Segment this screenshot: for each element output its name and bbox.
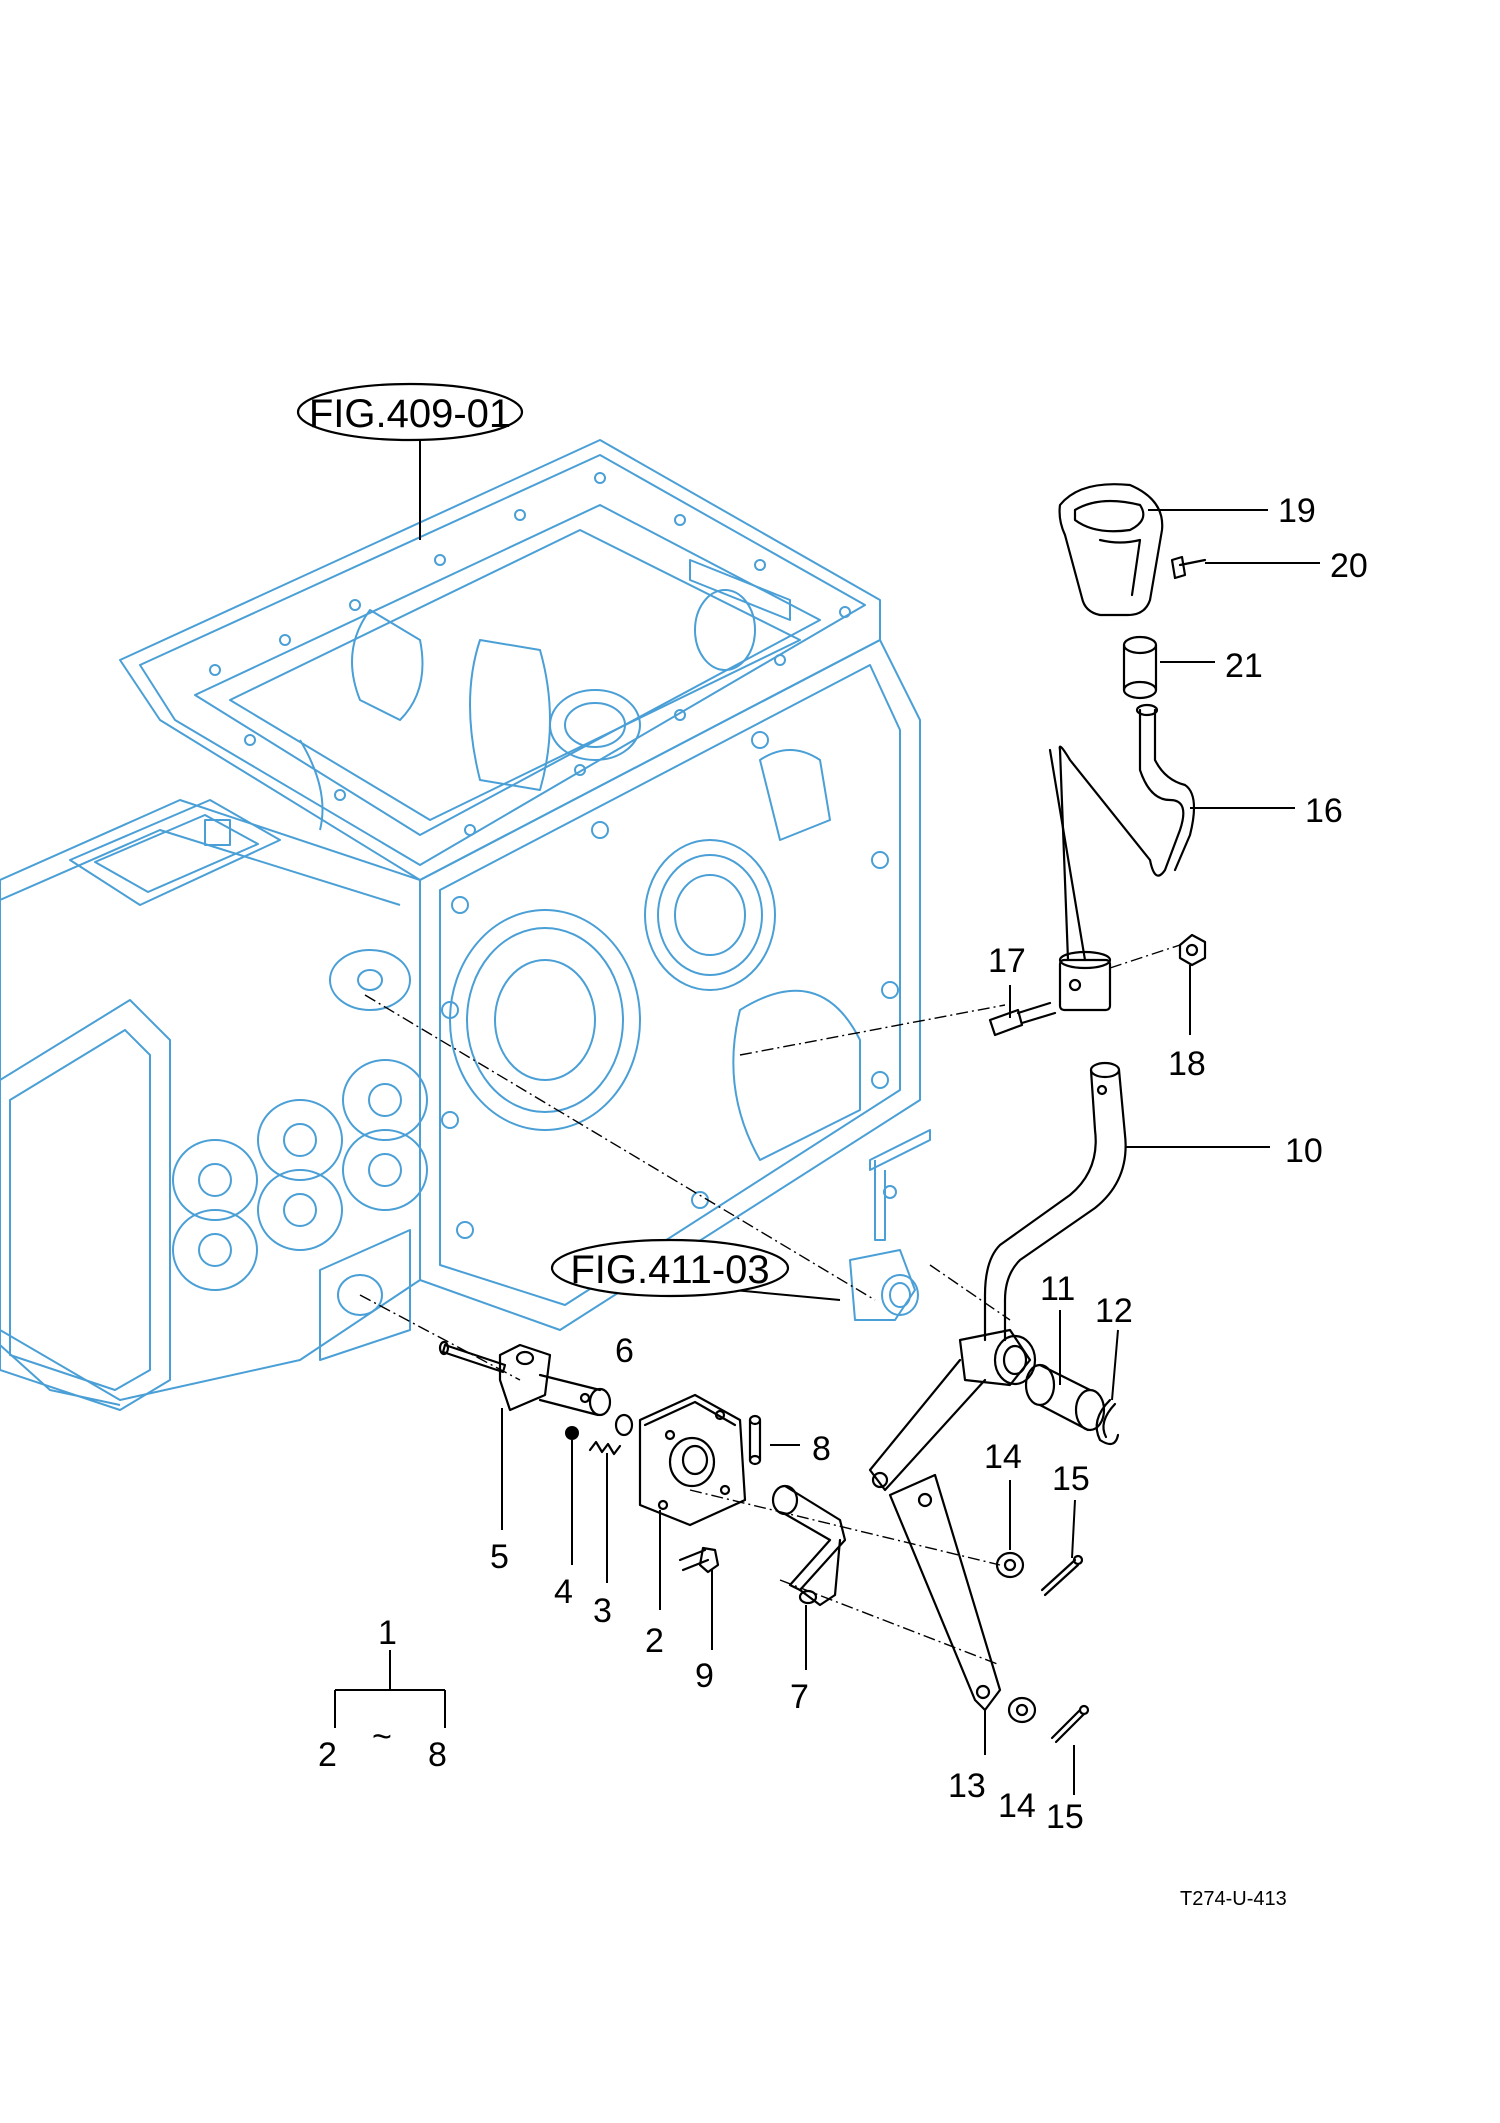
leader-lines [334,440,1320,1795]
callout-16: 16 [1305,792,1343,830]
callout-2-plate: 2 [645,1622,664,1660]
callout-6: 6 [615,1332,634,1370]
callout-20: 20 [1330,547,1368,585]
detent-spring [588,1440,622,1456]
shift-link-rod [888,1473,1002,1712]
callout-2-bracket: 2 [318,1736,337,1774]
fig-ref-upper[interactable]: FIG.409-01 [296,382,524,442]
callout-13: 13 [948,1767,986,1805]
shift-rail-bosses [172,949,428,1291]
callout-9: 9 [695,1657,714,1695]
shift-shaft [438,1340,612,1417]
fig-ref-upper-label: FIG.409-01 [309,392,511,436]
shift-linkage-bracket [849,1129,931,1321]
fig-ref-lower-label: FIG.411-03 [570,1248,769,1292]
callout-7: 7 [790,1678,809,1716]
callout-15-lower: 15 [1046,1798,1084,1836]
fig-ref-lower[interactable]: FIG.411-03 [550,1238,790,1298]
callout-8-bracket: 8 [428,1736,447,1774]
callout-numbers: 19 20 21 16 17 18 10 11 12 14 15 13 14 1… [318,492,1368,1836]
drawing-code: T274-U-413 [1180,1888,1287,1910]
washer-upper [995,1551,1025,1579]
callout-15-upper: 15 [1052,1460,1090,1498]
callout-17: 17 [988,942,1026,980]
lever-clamp-bolt [988,1001,1057,1037]
callout-10: 10 [1285,1132,1323,1170]
cover-plate [638,1393,747,1527]
callout-18: 18 [1168,1045,1206,1083]
callout-11: 11 [1040,1270,1075,1308]
plate-bolt [678,1546,720,1574]
lever-clamp-nut [1178,933,1207,967]
callout-4: 4 [554,1573,573,1611]
flange-bolt-holes [209,472,851,836]
callout-5: 5 [490,1538,509,1576]
callout-19: 19 [1278,492,1316,530]
callout-1: 1 [378,1614,397,1652]
callout-14-upper: 14 [984,1438,1022,1476]
o-ring [614,1413,634,1437]
shift-knob [1058,483,1164,617]
upper-shift-lever [1048,703,1196,1012]
lower-shift-lever [868,1061,1127,1492]
snap-ring [1095,1398,1120,1446]
detent-ball [565,1426,579,1440]
knob-sleeve [1122,635,1158,700]
cotter-pin-lower [1050,1704,1090,1744]
callout-12: 12 [1095,1292,1133,1330]
cotter-pin-upper [1040,1554,1084,1597]
shift-arm [771,1484,847,1607]
callout-3: 3 [593,1592,612,1630]
callout-14-lower: 14 [998,1787,1036,1825]
transmission-housing [0,439,931,1411]
callout-8-pin: 8 [812,1430,831,1468]
washer-lower [1007,1696,1037,1724]
callout-tilde: ~ [372,1718,392,1756]
knob-set-screw [1170,555,1207,580]
spring-pin [748,1414,762,1466]
pivot-bushing [1024,1363,1106,1432]
callout-21: 21 [1225,647,1263,685]
